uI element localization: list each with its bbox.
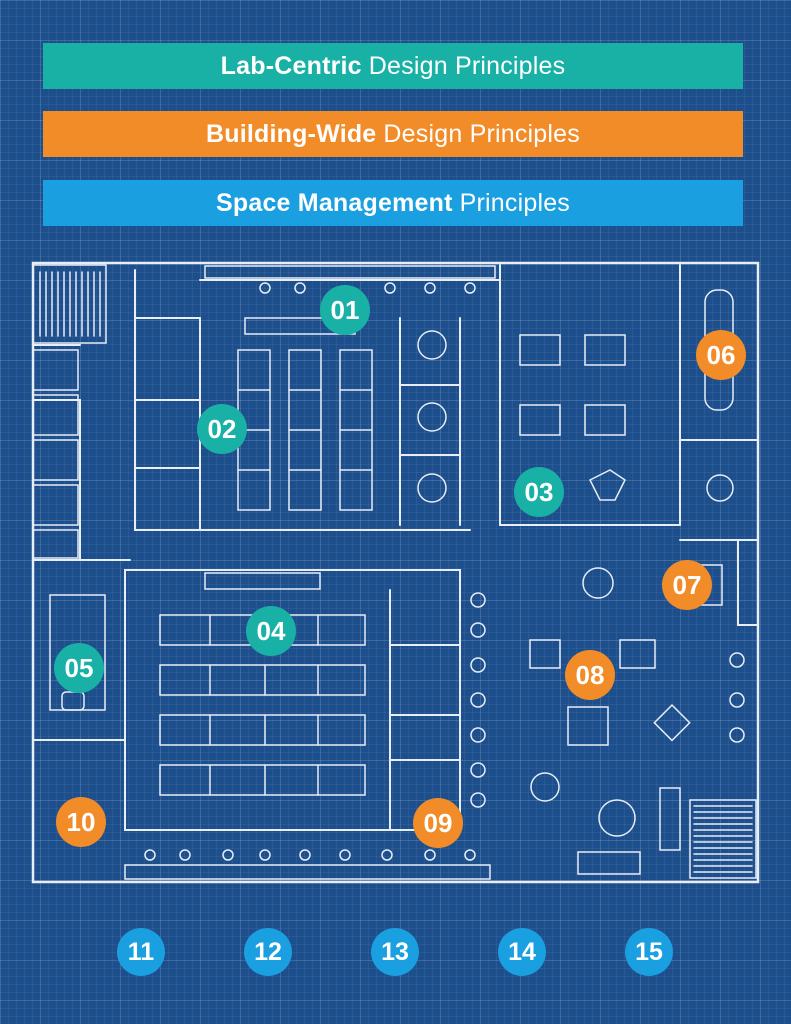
desks-top-row <box>204 265 496 294</box>
marker-10: 10 <box>56 797 106 847</box>
desks-bottom-row <box>124 849 491 880</box>
staircase-top-left <box>32 264 107 344</box>
marker-14: 14 <box>498 928 546 976</box>
lab-centric-banner: Lab-Centric Design Principles <box>43 43 743 89</box>
marker-15: 15 <box>625 928 673 976</box>
building-wide-banner-rest: Design Principles <box>383 119 580 148</box>
lab-centric-banner-bold: Lab-Centric <box>220 51 362 80</box>
marker-09: 09 <box>413 798 463 848</box>
building-wide-banner-bold: Building-Wide <box>206 119 377 148</box>
space-management-banner-rest: Principles <box>459 188 570 217</box>
marker-07: 07 <box>662 560 712 610</box>
marker-08: 08 <box>565 650 615 700</box>
meeting-tables <box>417 330 626 503</box>
space-management-banner-bold: Space Management <box>216 188 453 217</box>
marker-03: 03 <box>514 467 564 517</box>
outer-walls <box>31 261 760 884</box>
marker-12: 12 <box>244 928 292 976</box>
building-wide-banner: Building-Wide Design Principles <box>43 111 743 157</box>
lab-centric-banner-rest: Design Principles <box>368 51 566 80</box>
lab-benches-upper <box>237 317 373 511</box>
marker-11: 11 <box>117 928 165 976</box>
conference-room-table <box>704 289 734 502</box>
cafe-tables <box>529 564 723 875</box>
interior-walls <box>32 264 759 831</box>
marker-13: 13 <box>371 928 419 976</box>
marker-05: 05 <box>54 643 104 693</box>
space-management-banner: Space Management Principles <box>43 180 743 226</box>
marker-01: 01 <box>320 285 370 335</box>
stools <box>470 592 745 808</box>
marker-06: 06 <box>696 330 746 380</box>
staircase-bottom-right <box>689 799 757 879</box>
marker-04: 04 <box>246 606 296 656</box>
marker-02: 02 <box>197 404 247 454</box>
